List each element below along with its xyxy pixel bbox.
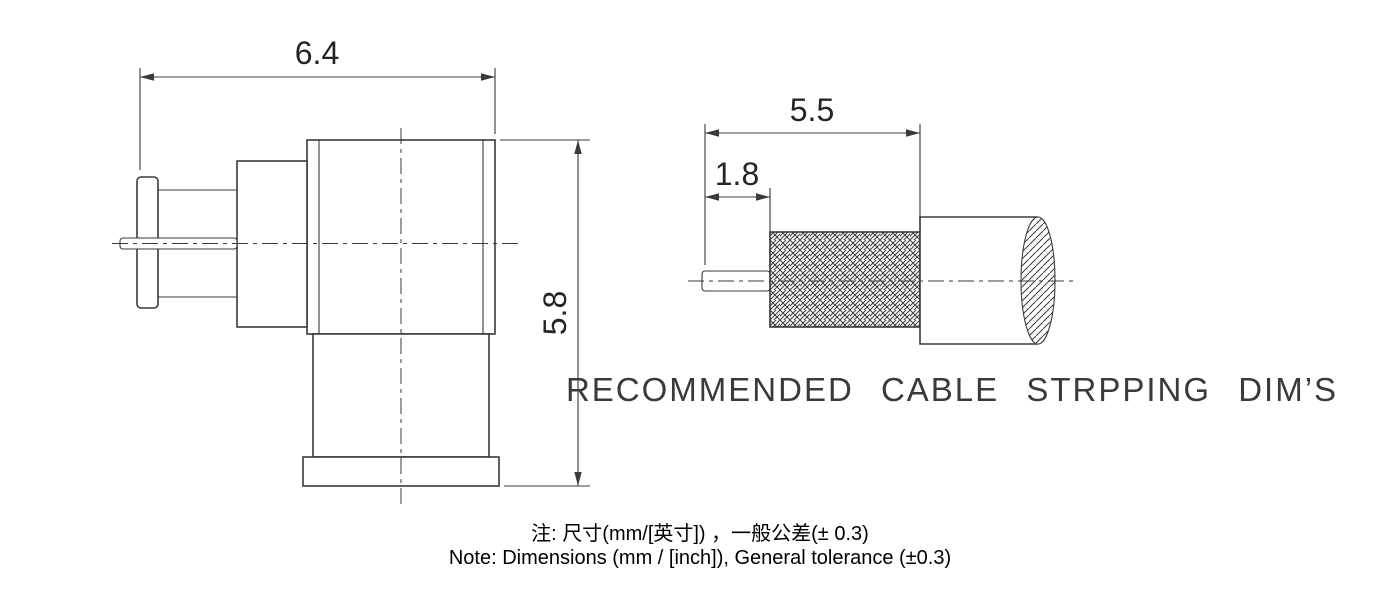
arrow-down-icon	[574, 472, 582, 486]
note-line-cn: 注: 尺寸(mm/[英寸]) ，一般公差(± 0.3)	[531, 522, 869, 545]
strip-extension-lines	[704, 124, 921, 265]
arrow-up-icon	[574, 140, 582, 154]
arrow-left-icon	[140, 73, 154, 81]
cable-stripping-view: 5.5 1.8 RECOMMENDED CABLE STRPPING DIM’S	[566, 92, 1338, 408]
strip-dimension-label: 5.5	[790, 92, 834, 128]
dimension-strip-5-5: 5.5	[704, 92, 921, 265]
arrow-right-icon	[756, 193, 770, 201]
height-extension-lines	[500, 139, 590, 487]
notes-block: 注: 尺寸(mm/[英寸]) ，一般公差(± 0.3) Note: Dimens…	[449, 522, 951, 569]
width-extension-lines	[139, 68, 496, 170]
cable-braid	[769, 231, 921, 328]
height-dimension-label: 5.8	[537, 291, 573, 335]
connector-neck	[158, 189, 237, 298]
arrow-right-icon	[906, 129, 920, 137]
cable-caption: RECOMMENDED CABLE STRPPING DIM’S	[566, 371, 1338, 408]
dimension-pin-1-8: 1.8	[705, 156, 771, 267]
pin-dimension-label: 1.8	[715, 156, 759, 192]
dimension-height-5-8: 5.8	[500, 139, 590, 487]
arrow-right-icon	[481, 73, 495, 81]
connector-side-view: 6.4 5.8	[112, 35, 590, 505]
dimension-width-6-4: 6.4	[139, 35, 496, 170]
arrow-left-icon	[705, 193, 719, 201]
note-line-en: Note: Dimensions (mm / [inch]), General …	[449, 547, 951, 569]
arrow-left-icon	[705, 129, 719, 137]
width-dimension-label: 6.4	[295, 35, 339, 71]
